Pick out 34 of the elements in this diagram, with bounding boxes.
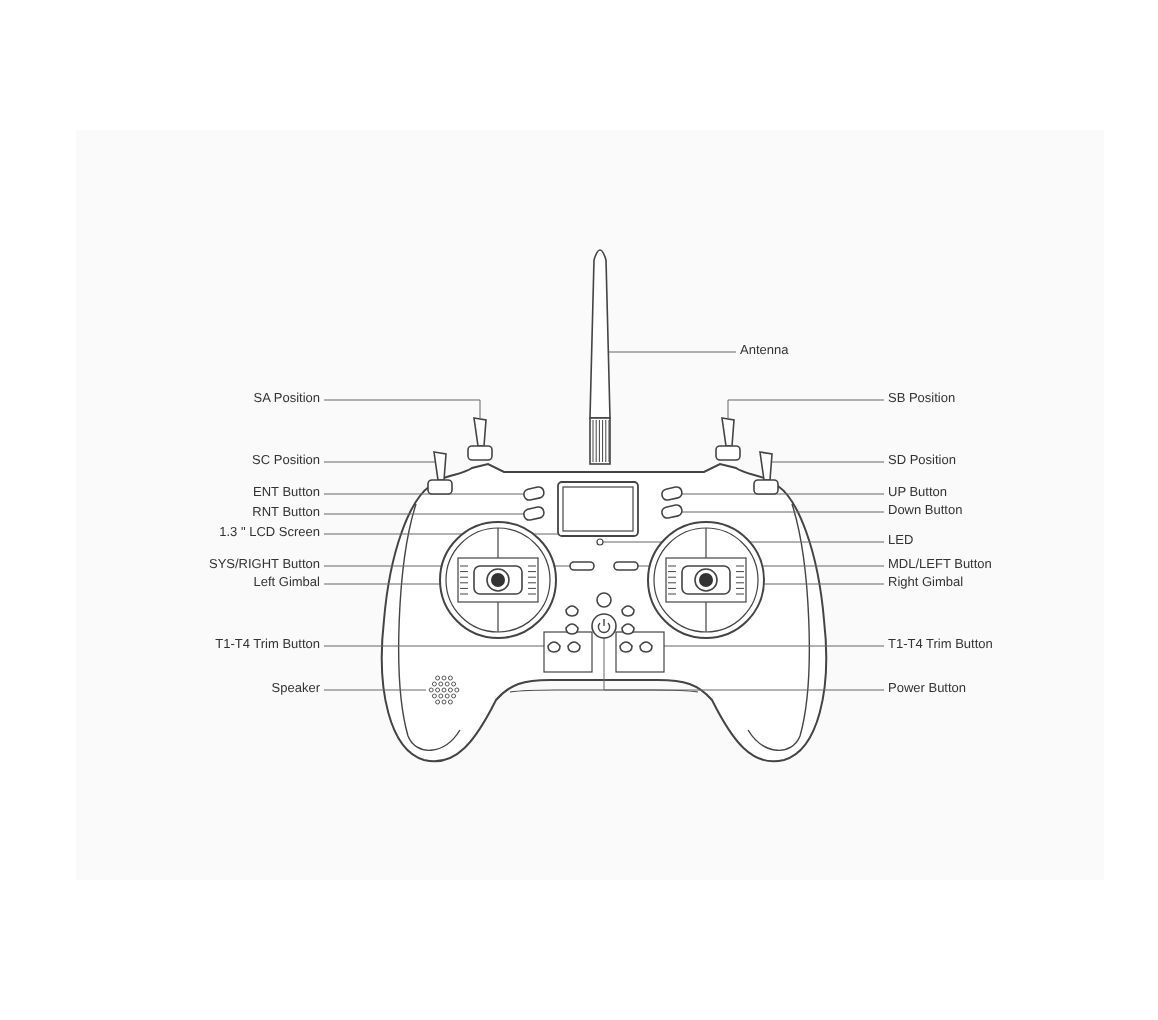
leader-line <box>323 689 427 691</box>
button <box>660 503 684 520</box>
toggle-switch <box>715 417 741 461</box>
leader-line <box>323 493 525 495</box>
leader-line <box>607 351 737 353</box>
gimbal-stick <box>439 521 557 639</box>
leader-line <box>663 645 885 647</box>
trim-buttons <box>615 605 665 673</box>
trim-buttons <box>543 605 593 673</box>
toggle-switch <box>467 417 493 461</box>
button <box>569 561 595 571</box>
button <box>613 561 639 571</box>
leader-line <box>323 399 481 419</box>
lcd-screen <box>557 481 639 537</box>
antenna <box>589 249 611 465</box>
toggle-switch <box>753 451 779 495</box>
toggle-switch <box>427 451 453 495</box>
power-button <box>591 613 617 639</box>
leader-line <box>681 493 885 495</box>
leader-line <box>323 645 545 647</box>
leader-line <box>727 399 885 419</box>
leader-line <box>323 513 525 515</box>
leader-line <box>769 461 885 463</box>
leader-line <box>681 511 885 513</box>
gimbal-stick <box>647 521 765 639</box>
leader-line <box>323 461 437 463</box>
led-light <box>596 538 604 546</box>
leader-line <box>603 635 885 691</box>
speaker-grille <box>428 675 460 705</box>
button <box>522 505 546 522</box>
leader-line <box>323 583 441 585</box>
button <box>522 485 546 502</box>
leader-line <box>763 583 885 585</box>
button <box>660 485 684 502</box>
